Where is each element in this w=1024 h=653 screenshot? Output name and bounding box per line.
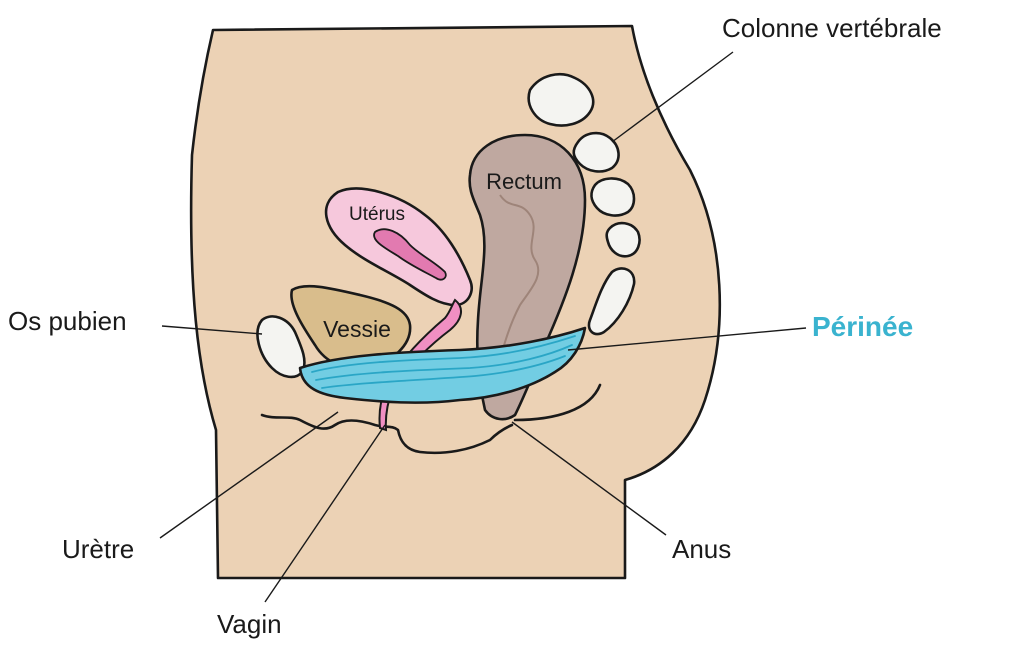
label-spine: Colonne vertébrale: [722, 13, 942, 43]
coccyx: [587, 267, 636, 336]
spine-vertebrae: [527, 73, 641, 336]
vulva-outline: [260, 413, 514, 455]
leader-pubic-bone: [161, 325, 263, 335]
organ-label-rectum: Rectum: [486, 169, 562, 194]
leader-spine: [611, 51, 734, 143]
leader-anus: [511, 421, 667, 536]
vertebra-1: [527, 73, 595, 127]
label-pubic-bone: Os pubien: [8, 306, 127, 336]
vagina: [378, 298, 462, 432]
perineum-fibers: [311, 335, 576, 389]
label-anus: Anus: [672, 534, 731, 564]
leader-vagina: [264, 424, 386, 603]
label-urethra: Urètre: [62, 534, 134, 564]
vertebra-4: [605, 221, 641, 258]
vertebra-2: [572, 131, 620, 173]
organ-label-bladder: Vessie: [323, 316, 391, 342]
buttock-fold: [513, 383, 602, 422]
uterus-cavity: [373, 228, 447, 281]
label-vagina: Vagin: [217, 609, 282, 639]
leader-perineum: [567, 327, 807, 351]
organ-label-uterus: Utérus: [349, 204, 405, 225]
vertebra-3: [590, 177, 636, 217]
rectum-inner-folds: [499, 194, 540, 361]
leader-lines: [159, 51, 807, 603]
bladder: [290, 284, 412, 371]
label-perineum: Périnée: [812, 311, 913, 342]
leader-urethra: [159, 411, 339, 539]
